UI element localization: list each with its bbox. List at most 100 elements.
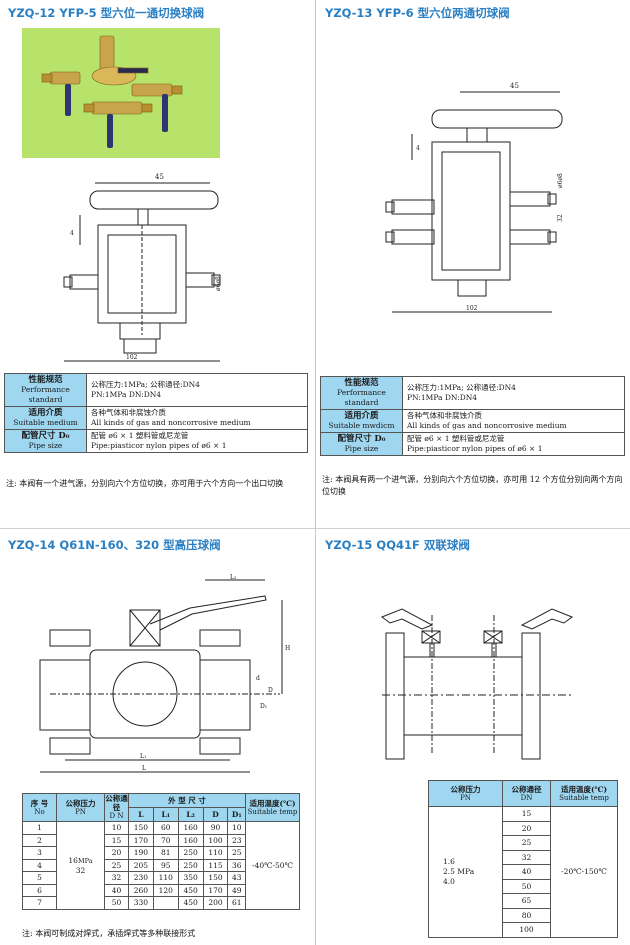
table-cell: 50 [104, 896, 129, 910]
table-cell: 450 [177, 896, 204, 910]
table-cell: 81 [152, 846, 179, 860]
table-cell: 2 [22, 833, 57, 847]
panel-12-heading: YZQ-12 YFP-5 型六位一通切换球阀 [8, 6, 205, 20]
table-row: 100 [429, 922, 618, 938]
table-cell: 60 [152, 821, 179, 835]
table-cell: 3 [22, 846, 57, 860]
table-cell: 10 [104, 821, 129, 835]
dim-L1: L₁ [140, 753, 146, 760]
table-cell: 150 [202, 871, 229, 885]
dim-102: 102 [126, 354, 138, 361]
table-cell: 4 [22, 858, 57, 872]
valve-drawing-yfp6: 45 4 32 ø6ø8 102 [372, 80, 582, 320]
table-cell: 260 [128, 883, 154, 897]
dim-4: 4 [416, 145, 420, 152]
table-cell: 6 [22, 883, 57, 897]
valve-drawing-q61n: L₂ H d D D₁ L₁ L [30, 570, 300, 780]
note-yzq14: 注: 本阀可制成对焊式，承插焊式等多种联接形式 [22, 929, 196, 938]
table-cell: 170 [128, 833, 154, 847]
table-cell: 160 [177, 821, 204, 835]
table-cell: 7 [22, 896, 57, 910]
table-cell: 200 [202, 896, 229, 910]
dim-102: 102 [466, 305, 478, 312]
valve-drawing-yfp5: 45 4 ø6ø8 102 [50, 165, 265, 365]
dim-L2: L₂ [230, 574, 237, 581]
dim-D: D [268, 687, 273, 694]
col-D: D [202, 807, 229, 822]
dim-d: d [256, 675, 260, 682]
dim-32: 32 [557, 214, 564, 222]
table-cell: 10 [227, 821, 246, 835]
dim-H: H [285, 645, 290, 652]
table-cell: 25 [104, 858, 129, 872]
table-cell: 40 [104, 883, 129, 897]
dn-cell: 32 [502, 849, 551, 865]
temp-cell: -20℃-150℃ [550, 806, 618, 938]
dn-cell: 40 [502, 864, 551, 880]
table-cell: 32 [104, 871, 129, 885]
table-cell: 250 [177, 846, 204, 860]
col-temp: 适用温度(℃)Suitable temp [245, 793, 300, 822]
table-cell: 90 [202, 821, 229, 835]
dn-cell: 65 [502, 893, 551, 909]
table-cell: 95 [152, 858, 179, 872]
divider-vertical [315, 0, 316, 945]
table-cell: 190 [128, 846, 154, 860]
table-cell: 230 [128, 871, 154, 885]
table-cell: 36 [227, 858, 246, 872]
col-L1: L₁ [152, 807, 179, 822]
dn-cell: 50 [502, 878, 551, 894]
valve-drawing-qq41f [372, 595, 582, 770]
table-cell: 450 [177, 883, 204, 897]
table-cell: 1 [22, 821, 57, 835]
table-cell: 170 [202, 883, 229, 897]
table-cell: 49 [227, 883, 246, 897]
table-cell: 100 [202, 833, 229, 847]
dn-cell: 20 [502, 820, 551, 836]
table-cell: 205 [128, 858, 154, 872]
dim-4: 4 [70, 230, 74, 237]
col-temp: 适用温度(℃)Suitable temp [550, 780, 618, 807]
table-cell: 23 [227, 833, 246, 847]
table-cell [152, 896, 179, 910]
panel-15-heading: YZQ-15 QQ41F 双联球阀 [325, 538, 470, 552]
dn-cell: 15 [502, 806, 551, 822]
col-L2: L₂ [177, 807, 204, 822]
col-D1: D₁ [227, 807, 246, 822]
table-cell: 70 [152, 833, 179, 847]
table-cell: 250 [177, 858, 204, 872]
table-cell: 110 [202, 846, 229, 860]
dim-45: 45 [155, 173, 164, 181]
table-cell: 25 [227, 846, 246, 860]
table-cell: 61 [227, 896, 246, 910]
divider-horizontal [0, 528, 630, 529]
dn-cell: 25 [502, 835, 551, 851]
table-cell: 5 [22, 871, 57, 885]
table-cell: 20 [104, 846, 129, 860]
table-cell: 150 [128, 821, 154, 835]
dim-phi: ø6ø8 [215, 276, 222, 291]
panel-14-heading: YZQ-14 Q61N-160、320 型高压球阀 [8, 538, 221, 552]
